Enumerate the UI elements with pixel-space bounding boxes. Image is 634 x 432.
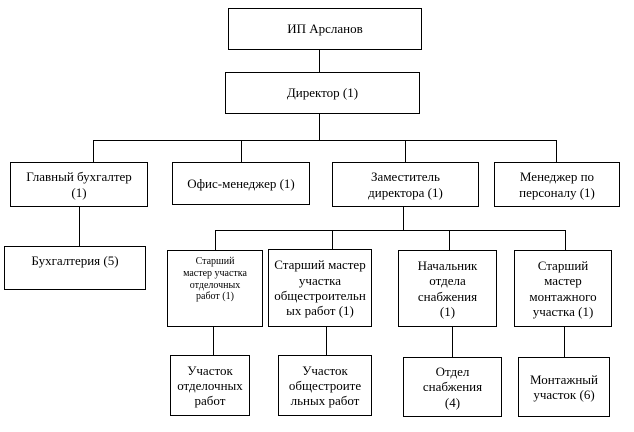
org-node-accounting: Бухгалтерия (5) [4, 246, 146, 290]
connector-supply-department [452, 327, 453, 357]
org-node-general-construction-section: Участок общестроите льных работ [278, 355, 372, 416]
connector-drop-chief-accountant [93, 141, 94, 162]
org-node-director: Директор (1) [225, 72, 420, 114]
org-node-supply-department: Отдел снабжения (4) [403, 357, 502, 417]
connector-drop-hr-manager [556, 141, 557, 162]
org-node-supply-head: Начальник отдела снабжения (1) [398, 250, 497, 327]
connector-deputy-riser [403, 207, 404, 230]
connector-drop-supply-head [449, 231, 450, 250]
connector-installation-section [564, 327, 565, 357]
org-node-office-manager: Офис-менеджер (1) [172, 162, 310, 205]
connector-level4-bus [215, 230, 566, 231]
org-node-senior-master-general: Старший мастер участка общестроительн ых… [268, 249, 372, 327]
connector-drop-senior-master-finishing [215, 231, 216, 250]
org-node-installation-section: Монтажный участок (6) [518, 357, 610, 417]
org-node-finishing-section: Участок отделочных работ [170, 355, 250, 416]
connector-general-section [326, 327, 327, 355]
org-node-owner: ИП Арсланов [228, 8, 422, 50]
connector-drop-office-manager [241, 141, 242, 162]
connector-drop-senior-master-general [332, 231, 333, 249]
connector-owner-director [319, 50, 320, 72]
org-node-hr-manager: Менеджер по персоналу (1) [494, 162, 620, 207]
connector-director-riser [319, 114, 320, 141]
connector-finishing-section [213, 327, 214, 355]
connector-drop-senior-master-installation [565, 231, 566, 250]
org-node-chief-accountant: Главный бухгалтер (1) [10, 162, 148, 207]
org-node-senior-master-installation: Старший мастер монтажного участка (1) [514, 250, 612, 327]
org-node-senior-master-finishing: Старший мастер участка отделочных работ … [167, 250, 263, 327]
org-node-deputy-director: Заместитель директора (1) [332, 162, 479, 207]
connector-drop-deputy-director [405, 141, 406, 162]
connector-chief-accountant-accounting [79, 207, 80, 246]
connector-level3-bus [93, 140, 557, 141]
